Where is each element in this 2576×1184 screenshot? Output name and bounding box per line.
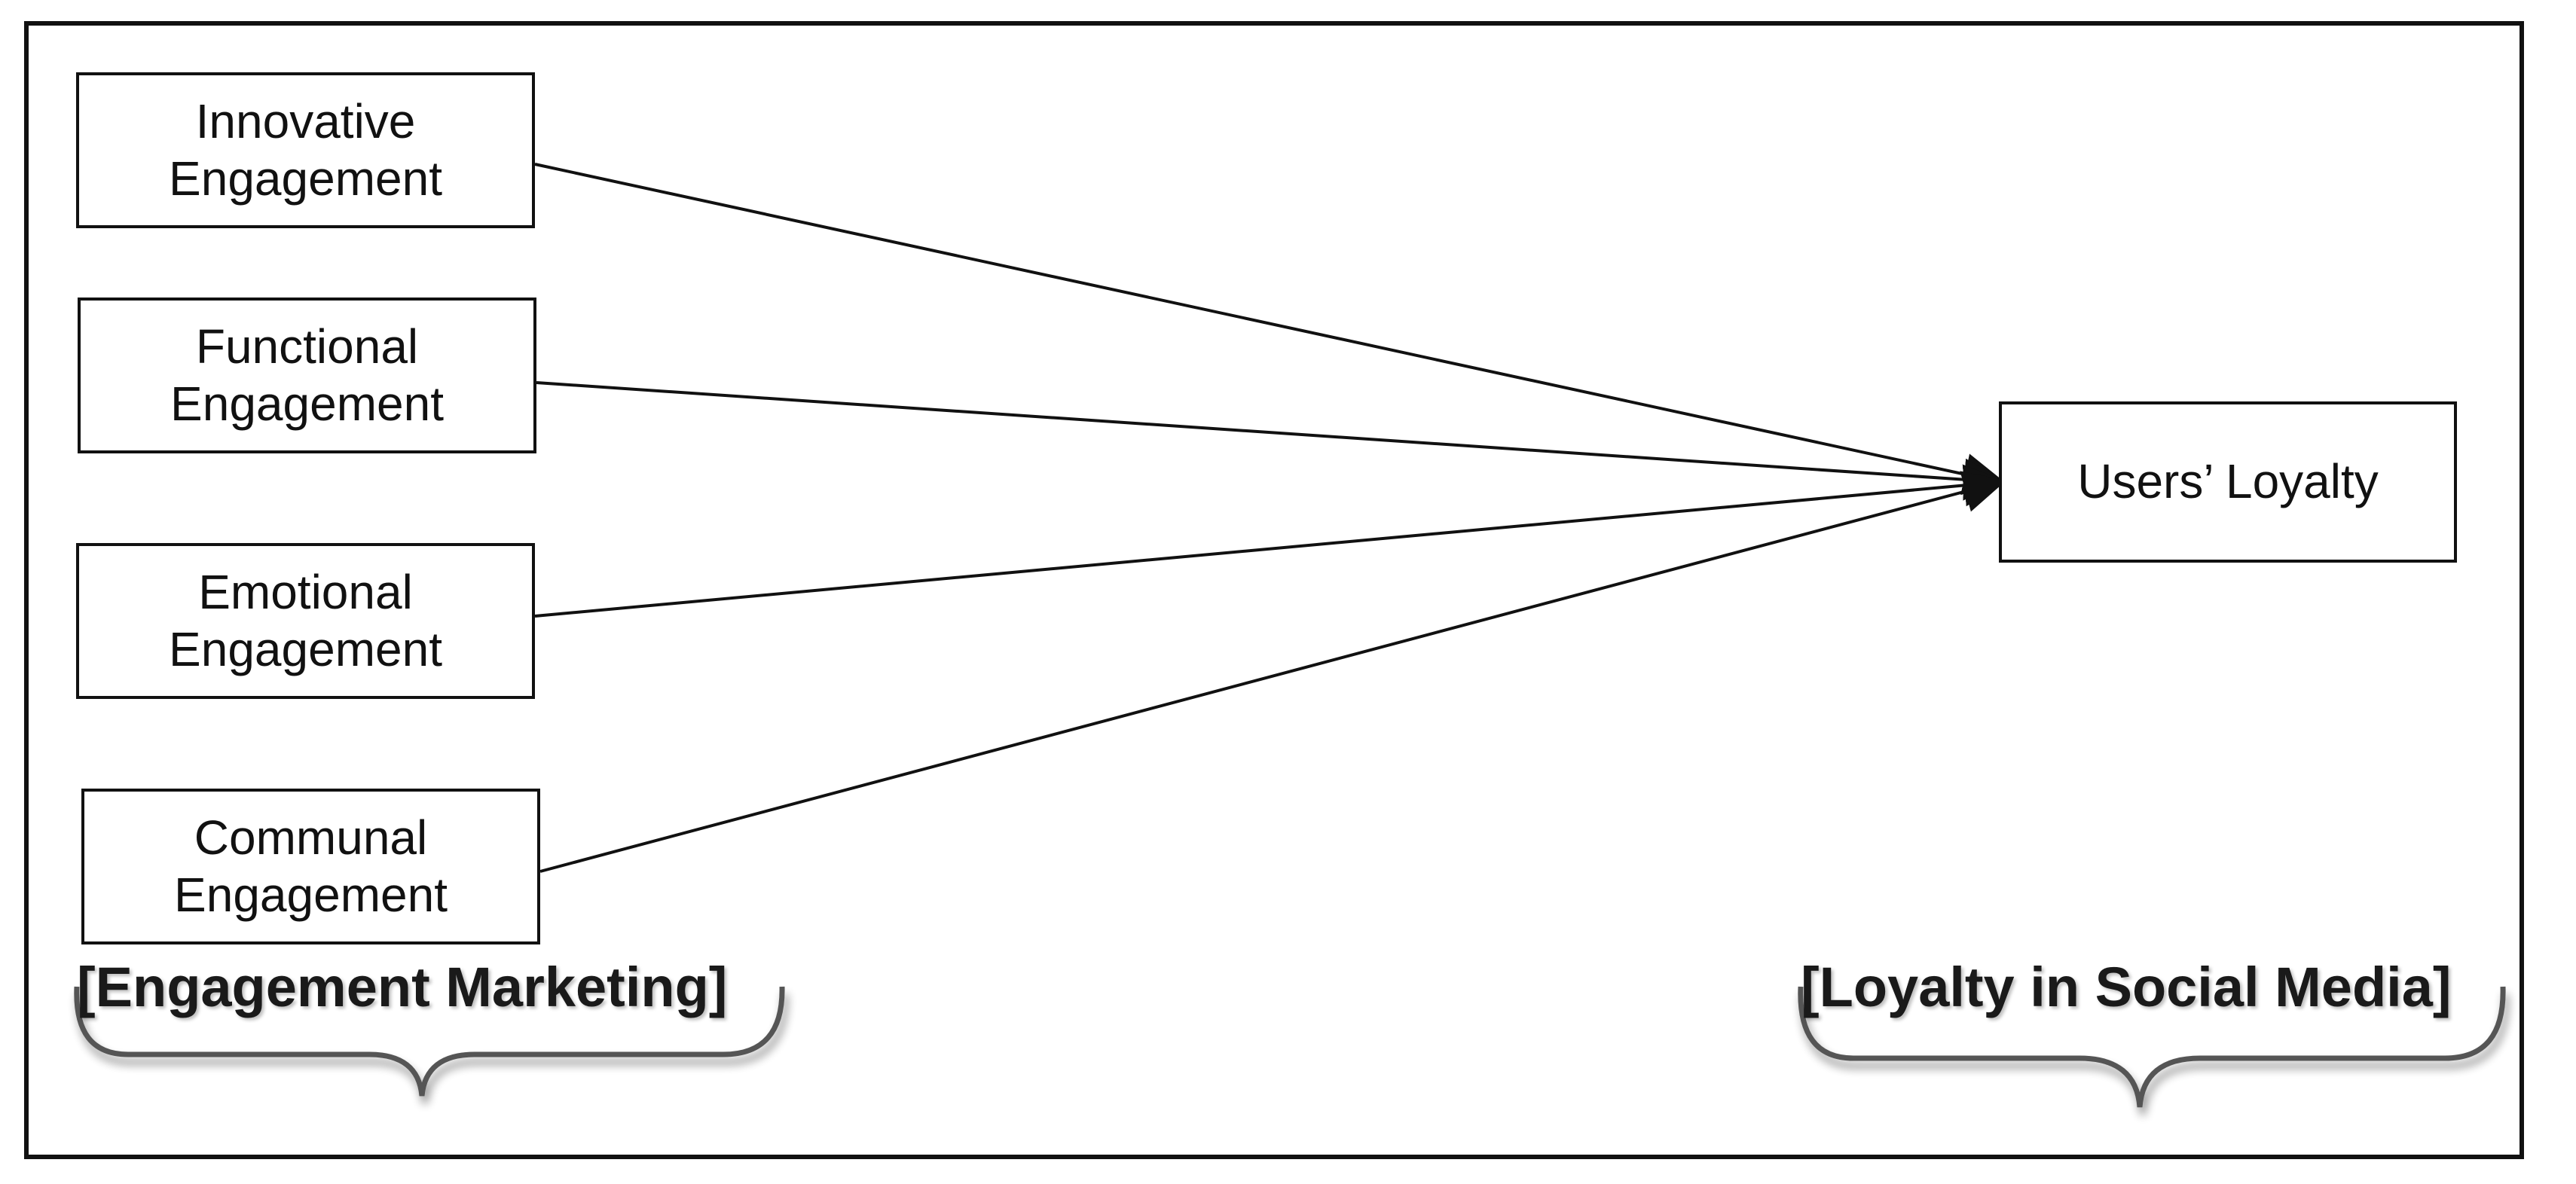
node-communal-engagement: Communal Engagement xyxy=(81,789,540,944)
group-label-engagement-marketing: [Engagement Marketing] xyxy=(77,956,728,1018)
group-label-loyalty-in-social-media: [Loyalty in Social Media] xyxy=(1801,956,2452,1018)
diagram-frame xyxy=(24,21,2524,1159)
node-users-loyalty: Users’ Loyalty xyxy=(1999,401,2457,563)
node-label: Innovative Engagement xyxy=(169,93,442,206)
node-label: Emotional Engagement xyxy=(169,564,442,676)
node-functional-engagement: Functional Engagement xyxy=(78,298,536,453)
node-label: Functional Engagement xyxy=(170,319,444,431)
node-label: Communal Engagement xyxy=(174,810,448,922)
node-innovative-engagement: Innovative Engagement xyxy=(76,72,535,228)
node-label: Users’ Loyalty xyxy=(2077,454,2379,509)
node-emotional-engagement: Emotional Engagement xyxy=(76,543,535,699)
